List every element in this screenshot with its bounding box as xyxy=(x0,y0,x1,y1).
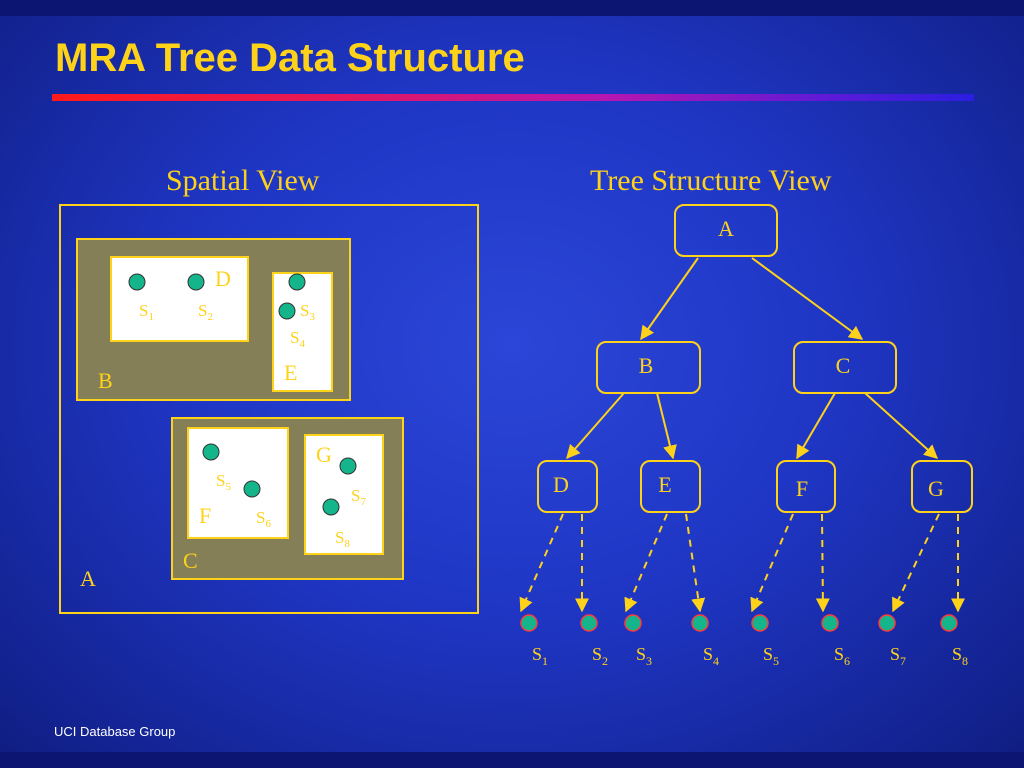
edge-a-b xyxy=(640,257,699,341)
tree-node-b: B xyxy=(596,341,701,394)
region-g-label: G xyxy=(316,442,332,467)
tree-node-f-label: F xyxy=(796,476,808,501)
tree-edges xyxy=(566,257,939,460)
point-s4 xyxy=(278,302,296,320)
region-d-label: D xyxy=(215,266,231,291)
leaf-s1 xyxy=(520,614,538,632)
tree-view: A B C D E F G xyxy=(519,204,973,668)
leaf-s2-label: S2 xyxy=(592,644,608,668)
edge-g-s7 xyxy=(892,513,940,613)
edge-d-s1 xyxy=(519,513,564,613)
edge-b-d xyxy=(566,392,625,460)
point-s4-label: S4 xyxy=(290,328,305,350)
edge-b-e xyxy=(656,392,677,460)
slide-title: MRA Tree Data Structure xyxy=(55,36,525,80)
tree-node-b-label: B xyxy=(639,353,654,378)
title-underline xyxy=(52,94,974,101)
tree-node-d: D xyxy=(537,460,598,513)
leaf-s8-label: S8 xyxy=(952,644,968,668)
tree-node-c-label: C xyxy=(836,353,851,378)
footer-credit: UCI Database Group xyxy=(54,724,176,739)
tree-leaf-edges xyxy=(519,513,965,613)
spatial-view: A B D S1 S2 S3 S4 E C S5 S6 F G S7 S8 xyxy=(59,204,479,614)
region-e-label: E xyxy=(284,360,297,385)
region-c-label: C xyxy=(183,548,198,573)
leaf-s4-label: S4 xyxy=(703,644,719,668)
edge-f-s5 xyxy=(750,513,794,613)
point-s2 xyxy=(187,273,205,291)
edge-a-c xyxy=(751,257,864,340)
edge-c-f xyxy=(796,392,836,460)
tree-node-g: G xyxy=(911,460,973,513)
leaf-s1-label: S1 xyxy=(532,644,548,668)
region-d xyxy=(110,256,249,342)
tree-node-c: C xyxy=(793,341,897,394)
leaf-s8 xyxy=(940,614,958,632)
tree-node-g-label: G xyxy=(928,476,944,501)
edge-e-s4 xyxy=(685,513,706,613)
tree-node-f: F xyxy=(776,460,836,513)
region-a xyxy=(59,204,479,614)
leaf-s6 xyxy=(821,614,839,632)
edge-c-g xyxy=(864,392,939,459)
tree-node-a-label: A xyxy=(718,216,734,241)
spatial-view-heading: Spatial View xyxy=(166,164,320,197)
leaf-s3 xyxy=(624,614,642,632)
edge-e-s3 xyxy=(624,513,668,613)
point-s5 xyxy=(202,443,220,461)
tree-view-heading: Tree Structure View xyxy=(590,164,832,197)
point-s7-label: S7 xyxy=(351,486,366,508)
leaf-s7 xyxy=(878,614,896,632)
leaf-s4 xyxy=(691,614,709,632)
region-e xyxy=(272,272,333,392)
tree-node-d-label: D xyxy=(553,472,569,497)
region-b-label: B xyxy=(98,368,113,393)
top-frame-band xyxy=(0,0,1024,16)
leaf-s3-label: S3 xyxy=(636,644,652,668)
region-g xyxy=(304,434,384,555)
leaf-s2 xyxy=(580,614,598,632)
point-s3 xyxy=(288,273,306,291)
point-s7 xyxy=(339,457,357,475)
leaf-s5 xyxy=(751,614,769,632)
point-s6 xyxy=(243,480,261,498)
tree-node-e: E xyxy=(640,460,701,513)
region-f-label: F xyxy=(199,503,211,528)
leaf-s6-label: S6 xyxy=(834,644,850,668)
tree-node-e-label: E xyxy=(658,472,671,497)
region-a-label: A xyxy=(80,566,96,591)
point-s1 xyxy=(128,273,146,291)
leaf-s7-label: S7 xyxy=(890,644,906,668)
leaf-s5-label: S5 xyxy=(763,644,779,668)
point-s6-label: S6 xyxy=(256,508,271,530)
tree-leaves: S1 S2 S3 S4 S5 S6 S7 S8 xyxy=(520,614,968,668)
point-s5-label: S5 xyxy=(216,471,231,493)
point-s1-label: S1 xyxy=(139,301,154,323)
point-s2-label: S2 xyxy=(198,301,213,323)
point-s3-label: S3 xyxy=(300,301,315,323)
tree-node-a: A xyxy=(674,204,778,257)
edge-f-s6 xyxy=(815,513,830,613)
point-s8-label: S8 xyxy=(335,528,350,550)
bottom-frame-band xyxy=(0,752,1024,768)
point-s8 xyxy=(322,498,340,516)
